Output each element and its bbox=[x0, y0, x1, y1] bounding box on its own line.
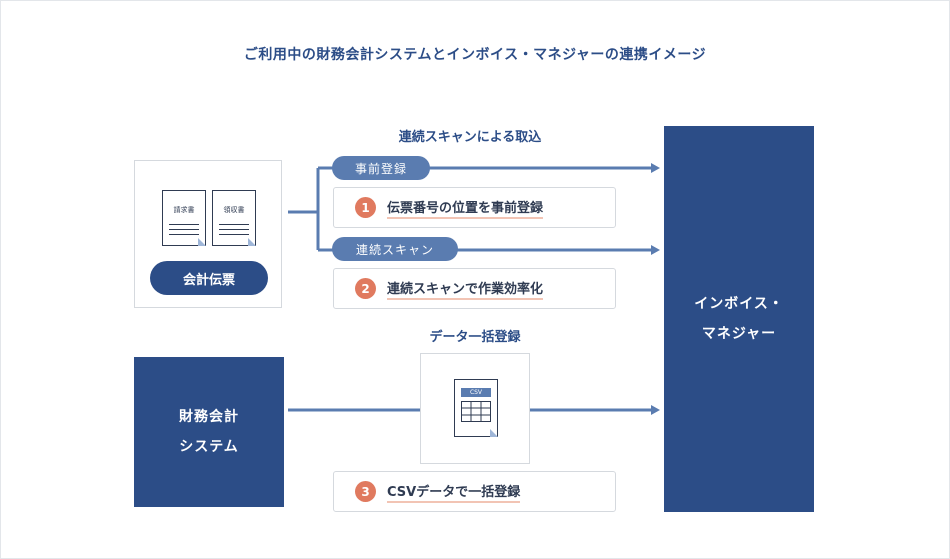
page-fold-icon bbox=[248, 238, 256, 246]
invoice-document: 請求書 bbox=[162, 190, 206, 246]
step-3-text: CSVデータで一括登録 bbox=[387, 481, 521, 503]
invoice-doc-label: 請求書 bbox=[173, 206, 195, 214]
voucher-box: 請求書 領収書 会計伝票 bbox=[134, 160, 282, 308]
step-1-text: 伝票番号の位置を事前登録 bbox=[387, 197, 544, 219]
arrowhead-scan bbox=[651, 245, 660, 255]
step-1-card: 1 伝票番号の位置を事前登録 bbox=[333, 187, 616, 228]
invoice-manager-box: インボイス・ マネジャー bbox=[664, 126, 814, 512]
invoice-manager-line2: マネジャー bbox=[701, 326, 777, 342]
scan-section-label: 連続スキャンによる取込 bbox=[398, 130, 542, 145]
receipt-document: 領収書 bbox=[212, 190, 256, 246]
step-number-badge: 1 bbox=[355, 197, 376, 218]
receipt-doc-label: 領収書 bbox=[223, 206, 245, 214]
bulk-section-label: データ一括登録 bbox=[429, 330, 521, 345]
tag-continuous-scan: 連続スキャン bbox=[332, 237, 458, 261]
doc-line bbox=[169, 234, 199, 235]
doc-line bbox=[219, 229, 249, 230]
accounting-voucher-pill: 会計伝票 bbox=[150, 261, 268, 295]
tag-preregistration: 事前登録 bbox=[332, 156, 430, 180]
page-title: ご利用中の財務会計システムとインボイス・マネジャーの連携イメージ bbox=[243, 47, 707, 63]
step-number-badge: 3 bbox=[355, 481, 376, 502]
page-fold-icon bbox=[490, 429, 498, 437]
page-fold-icon bbox=[198, 238, 206, 246]
step-2-card: 2 連続スキャンで作業効率化 bbox=[333, 268, 616, 309]
doc-line bbox=[169, 224, 199, 225]
csv-box: CSV bbox=[420, 353, 530, 464]
step-2-text: 連続スキャンで作業効率化 bbox=[387, 278, 544, 300]
doc-line bbox=[169, 229, 199, 230]
arrowhead-csv bbox=[651, 405, 660, 415]
doc-line bbox=[219, 224, 249, 225]
doc-line bbox=[219, 234, 249, 235]
arrowhead-preregistration bbox=[651, 163, 660, 173]
invoice-manager-line1: インボイス・ bbox=[694, 296, 784, 312]
accounting-system-line2: システム bbox=[179, 439, 239, 455]
csv-file-label: CSV bbox=[461, 388, 491, 397]
csv-file-icon: CSV bbox=[454, 379, 498, 437]
step-3-card: 3 CSVデータで一括登録 bbox=[333, 471, 616, 512]
accounting-system-line1: 財務会計 bbox=[179, 409, 239, 425]
accounting-system-box: 財務会計 システム bbox=[134, 357, 284, 507]
spreadsheet-grid-icon bbox=[461, 401, 491, 422]
step-number-badge: 2 bbox=[355, 278, 376, 299]
